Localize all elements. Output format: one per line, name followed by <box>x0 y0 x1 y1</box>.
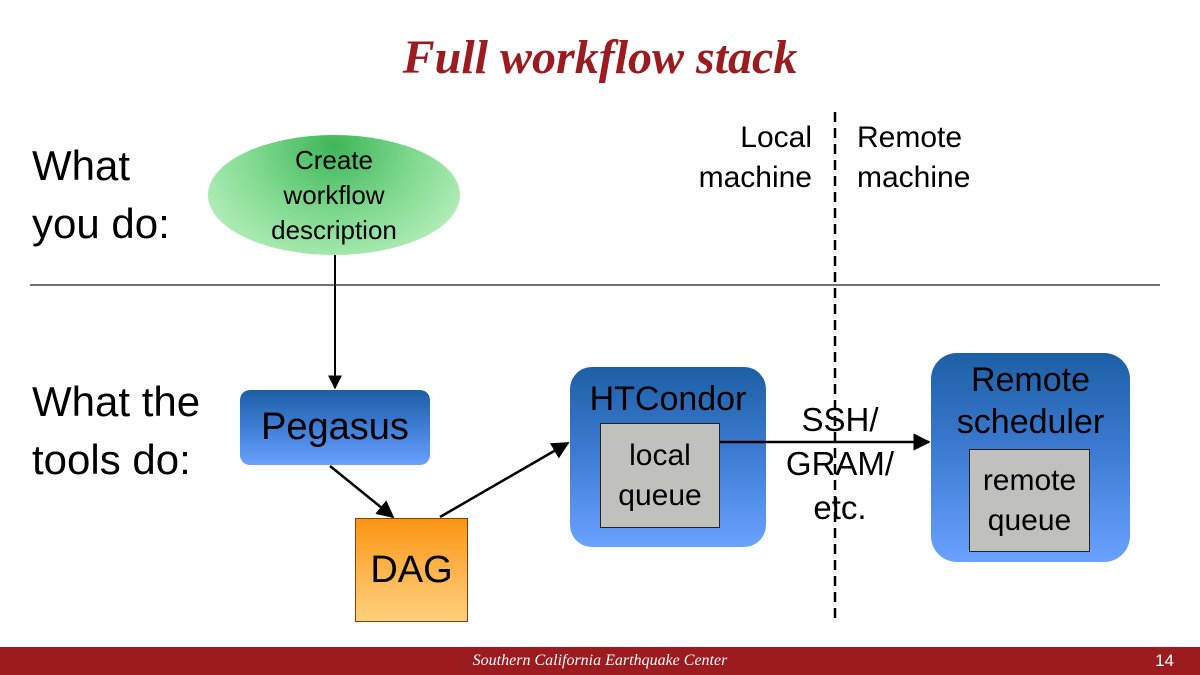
pegasus-label: Pegasus <box>261 406 409 448</box>
row-label-line: What the <box>32 378 201 425</box>
dag-node: DAG <box>355 518 468 622</box>
local-machine-label: Local machine <box>660 118 812 198</box>
create-workflow-node: Create workflow description <box>208 135 460 255</box>
machine-label-line: machine <box>857 161 971 194</box>
dag-label: DAG <box>370 548 453 591</box>
footer-organization: Southern California Earthquake Center <box>472 652 728 669</box>
row-label-line: What <box>32 142 131 189</box>
remote-scheduler-label: Remote scheduler <box>931 359 1130 443</box>
machine-label-line: machine <box>698 161 812 194</box>
machine-label-line: Local <box>740 121 812 154</box>
protocol-label-line: GRAM/ <box>785 445 895 482</box>
row-label-line: you do: <box>32 200 170 247</box>
htcondor-node: HTCondor local queue <box>570 367 766 547</box>
protocol-label-line: SSH/ <box>801 401 879 438</box>
node-label-line: workflow <box>283 179 385 210</box>
protocol-label-line: etc. <box>813 489 867 526</box>
arrow-dag-to-htcondor <box>439 441 570 519</box>
queue-label-line: queue <box>987 503 1072 537</box>
remote-machine-label: Remote machine <box>857 118 1017 198</box>
pegasus-node: Pegasus <box>240 390 430 465</box>
protocol-label: SSH/ GRAM/ etc. <box>770 398 910 530</box>
htcondor-label: HTCondor <box>589 380 747 418</box>
local-queue-node: local queue <box>600 423 720 528</box>
row-label-line: tools do: <box>32 436 191 483</box>
page-number: 14 <box>1155 651 1174 670</box>
queue-label-line: queue <box>618 478 702 512</box>
row-label-what-tools-do: What the tools do: <box>32 376 200 486</box>
remote-scheduler-node: Remote scheduler remote queue <box>931 353 1130 562</box>
machine-label-line: Remote <box>857 121 963 154</box>
arrow-pegasus-to-dag <box>329 465 395 519</box>
row-label-what-you-do: What you do: <box>32 140 170 250</box>
node-label-line: Create <box>294 144 374 175</box>
slide-title: Full workflow stack <box>402 31 798 84</box>
remote-scheduler-label-line: Remote <box>970 361 1091 399</box>
row-divider <box>30 284 1160 286</box>
remote-scheduler-label-line: scheduler <box>956 403 1105 441</box>
queue-label-line: remote <box>982 463 1077 497</box>
footer-bar: Southern California Earthquake Center 14 <box>0 647 1200 675</box>
remote-queue-node: remote queue <box>969 449 1090 552</box>
queue-label-line: local <box>629 438 691 472</box>
node-label-line: description <box>271 214 397 245</box>
